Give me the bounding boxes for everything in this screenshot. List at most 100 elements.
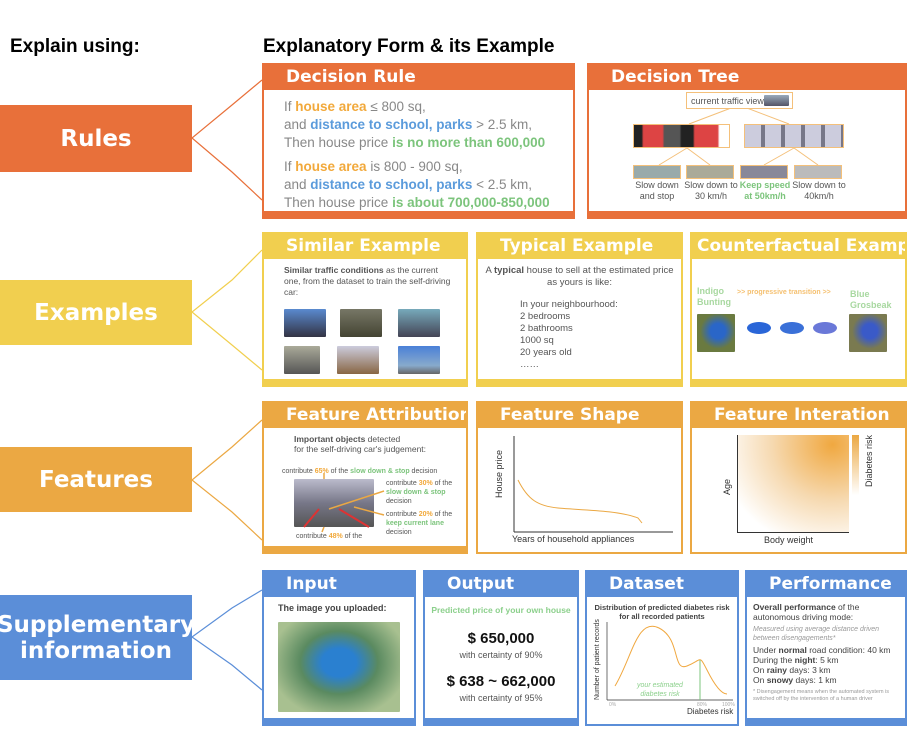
color-legend — [852, 435, 859, 495]
left-title: Explain using: — [10, 36, 140, 57]
output-heading: Predicted price of your own house — [431, 605, 571, 615]
card-footer — [264, 718, 414, 724]
right-title: Explanatory Form & its Example — [263, 36, 555, 57]
t: slow down & stop — [386, 489, 446, 496]
indigo-bunting-photo — [697, 314, 735, 352]
transition-label: >> progressive transition >> — [737, 289, 831, 296]
t: slow down & stop — [350, 468, 410, 475]
leaf-image — [633, 165, 681, 179]
category-examples: Examples — [0, 280, 192, 345]
card-title: Feature Attribution — [264, 403, 466, 428]
card-footer — [425, 718, 577, 724]
y-axis-label: House price — [494, 449, 504, 498]
card-footer — [264, 379, 466, 385]
t: 20% — [418, 511, 433, 518]
x-axis-label: Body weight — [764, 535, 814, 545]
row: During the night: 5 km — [753, 655, 901, 665]
card-title: Similar Example — [264, 234, 466, 259]
t: and — [284, 117, 311, 132]
tick: 100% — [722, 702, 735, 708]
card-title: Feature Interation — [692, 403, 905, 428]
traffic-photo — [398, 309, 440, 337]
row: Under normal road condition: 40 km — [753, 645, 901, 655]
t: as the current one, from the dataset to … — [284, 265, 451, 297]
certainty-1: with certainty of 90% — [459, 650, 543, 660]
input-card: Input The image you uploaded: — [262, 570, 416, 726]
uploaded-bird-image — [278, 622, 400, 712]
t: rainy — [766, 665, 788, 675]
card-footer — [747, 718, 905, 724]
t: Overall performance — [753, 602, 836, 612]
t: house area — [295, 99, 367, 114]
traffic-image — [764, 95, 789, 106]
card-title: Decision Rule — [264, 65, 573, 90]
to-class: Blue Grosbeak — [850, 289, 892, 310]
t: distance to school, parks — [310, 177, 473, 192]
traffic-photo — [284, 346, 320, 374]
card-footer — [589, 211, 905, 217]
t: of the — [342, 533, 363, 540]
bird-head — [813, 322, 837, 334]
t: contribute — [386, 511, 419, 518]
root-label: current traffic view — [691, 96, 764, 106]
t: for the self-driving car's judgement: — [294, 444, 427, 454]
bird-head — [747, 322, 771, 334]
leaf-label: Keep speed at 50km/h — [739, 180, 791, 201]
shape-plot — [513, 436, 673, 533]
feature-attribution-card: Feature Attribution Important objects de… — [262, 401, 468, 554]
t: normal — [778, 645, 807, 655]
label: Supplementary — [0, 611, 196, 638]
bird-head — [780, 322, 804, 334]
attribution-4: contribute 48% of the — [296, 532, 362, 541]
certainty-2: with certainty of 95% — [459, 693, 543, 703]
t: : 5 km — [815, 655, 839, 665]
footnote: * Disengagement means when the automated… — [753, 689, 890, 702]
traffic-photo — [340, 309, 382, 337]
feature-interaction-card: Feature Interation Diabetes risk Age Bod… — [690, 401, 907, 554]
t: of the — [432, 480, 453, 487]
leaf-label: Slow down and stop — [635, 180, 679, 201]
tree-root: current traffic view — [686, 92, 793, 109]
row: On rainy days: 3 km — [753, 665, 901, 675]
distribution-curve — [614, 625, 728, 695]
distribution-chart — [606, 622, 733, 701]
counterfactual-example-card: Counterfactual Example Indigo Bunting >>… — [690, 232, 907, 387]
attribution-1: contribute 65% of the slow down & stop d… — [282, 467, 437, 476]
list-item: 2 bathrooms — [520, 323, 573, 334]
list-item: …… — [520, 359, 539, 370]
t: of the — [432, 511, 453, 518]
prediction-2: $ 638 ~ 662,000 — [446, 673, 556, 690]
decision-tree-card: Decision Tree current traffic view Slow … — [587, 63, 907, 219]
input-caption: The image you uploaded: — [278, 603, 387, 613]
t: Then house price — [284, 135, 393, 150]
speed-limit-signs — [744, 124, 844, 148]
list-item: 2 bedrooms — [520, 311, 571, 322]
t: ≤ 800 sq, — [366, 99, 426, 114]
t: road condition: 40 km — [806, 645, 891, 655]
leaf-image — [794, 165, 842, 179]
traffic-photo — [337, 346, 379, 374]
similar-example-card: Similar Example Similar traffic conditio… — [262, 232, 468, 387]
shape-curve — [517, 479, 643, 524]
leaf-image — [740, 165, 788, 179]
legend-label: Diabetes risk — [864, 434, 874, 487]
chart-title: Distribution of predicted diabetes risk … — [594, 603, 730, 621]
t: typical — [493, 265, 525, 276]
traffic-photo — [284, 309, 326, 337]
t: 48% — [328, 533, 343, 540]
t: < 2.5 km, — [472, 177, 532, 192]
card-title: Counterfactual Example — [692, 234, 905, 259]
typical-example-card: Typical Example A typical house to sell … — [476, 232, 683, 387]
t: house to sell at the estimated price as … — [524, 265, 674, 288]
list-item: In your neighbourhood: — [520, 299, 618, 310]
leaf-label: Slow down to 40km/h — [792, 180, 846, 201]
t: of the — [328, 468, 351, 475]
list-item: 20 years old — [520, 347, 572, 358]
traffic-light-stop-signs — [633, 124, 730, 148]
t: house area — [295, 159, 367, 174]
y-axis-label: Age — [722, 478, 732, 495]
